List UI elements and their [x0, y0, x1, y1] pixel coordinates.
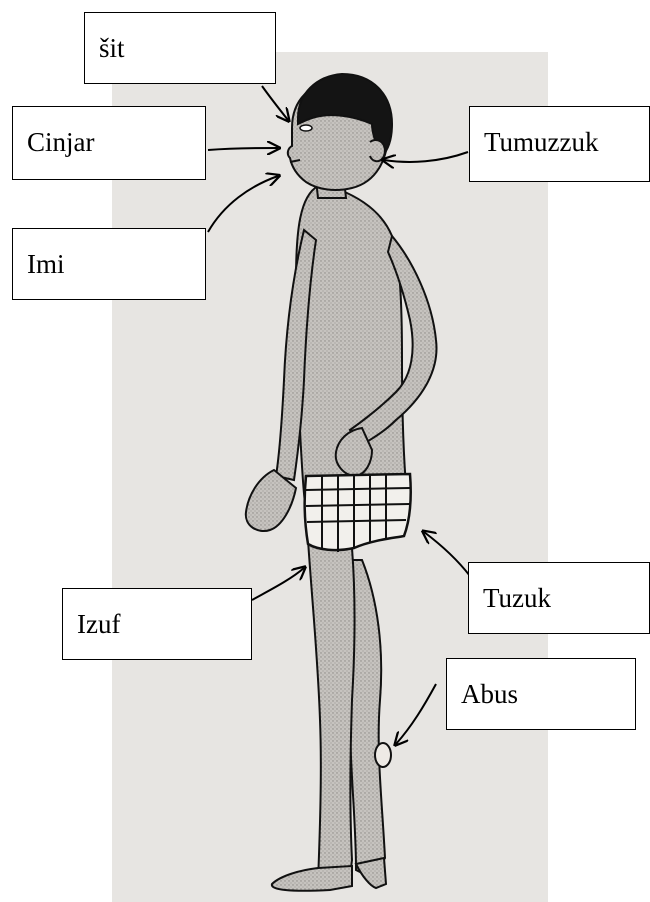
- label-abus-text: Abus: [461, 679, 518, 710]
- back-foot: [356, 858, 386, 888]
- label-abus: Abus: [446, 658, 636, 730]
- label-tuzuk-text: Tuzuk: [483, 583, 551, 614]
- arrow-tumuzzuk: [384, 152, 468, 162]
- arrow-tuzuk: [424, 532, 470, 576]
- label-tumuzzuk: Tumuzzuk: [469, 106, 650, 182]
- ear: [370, 140, 385, 161]
- underwear: [305, 474, 411, 550]
- arrow-sit: [262, 86, 288, 120]
- arrow-cinjar: [208, 148, 278, 150]
- label-imi-text: Imi: [27, 249, 65, 280]
- front-foot: [272, 866, 352, 891]
- eye: [300, 125, 312, 131]
- leg-swelling: [375, 743, 391, 767]
- label-tuzuk: Tuzuk: [468, 562, 650, 634]
- arrow-izuf: [252, 568, 304, 600]
- front-leg: [308, 540, 355, 882]
- label-cinjar-text: Cinjar: [27, 127, 95, 158]
- label-tumuzzuk-text: Tumuzzuk: [484, 127, 599, 158]
- label-izuf: Izuf: [62, 588, 252, 660]
- label-cinjar: Cinjar: [12, 106, 206, 180]
- label-sit-text: šit: [99, 33, 125, 64]
- label-izuf-text: Izuf: [77, 609, 120, 640]
- arrow-abus: [396, 684, 436, 744]
- label-sit: šit: [84, 12, 276, 84]
- arrow-imi: [208, 176, 278, 232]
- label-imi: Imi: [12, 228, 206, 300]
